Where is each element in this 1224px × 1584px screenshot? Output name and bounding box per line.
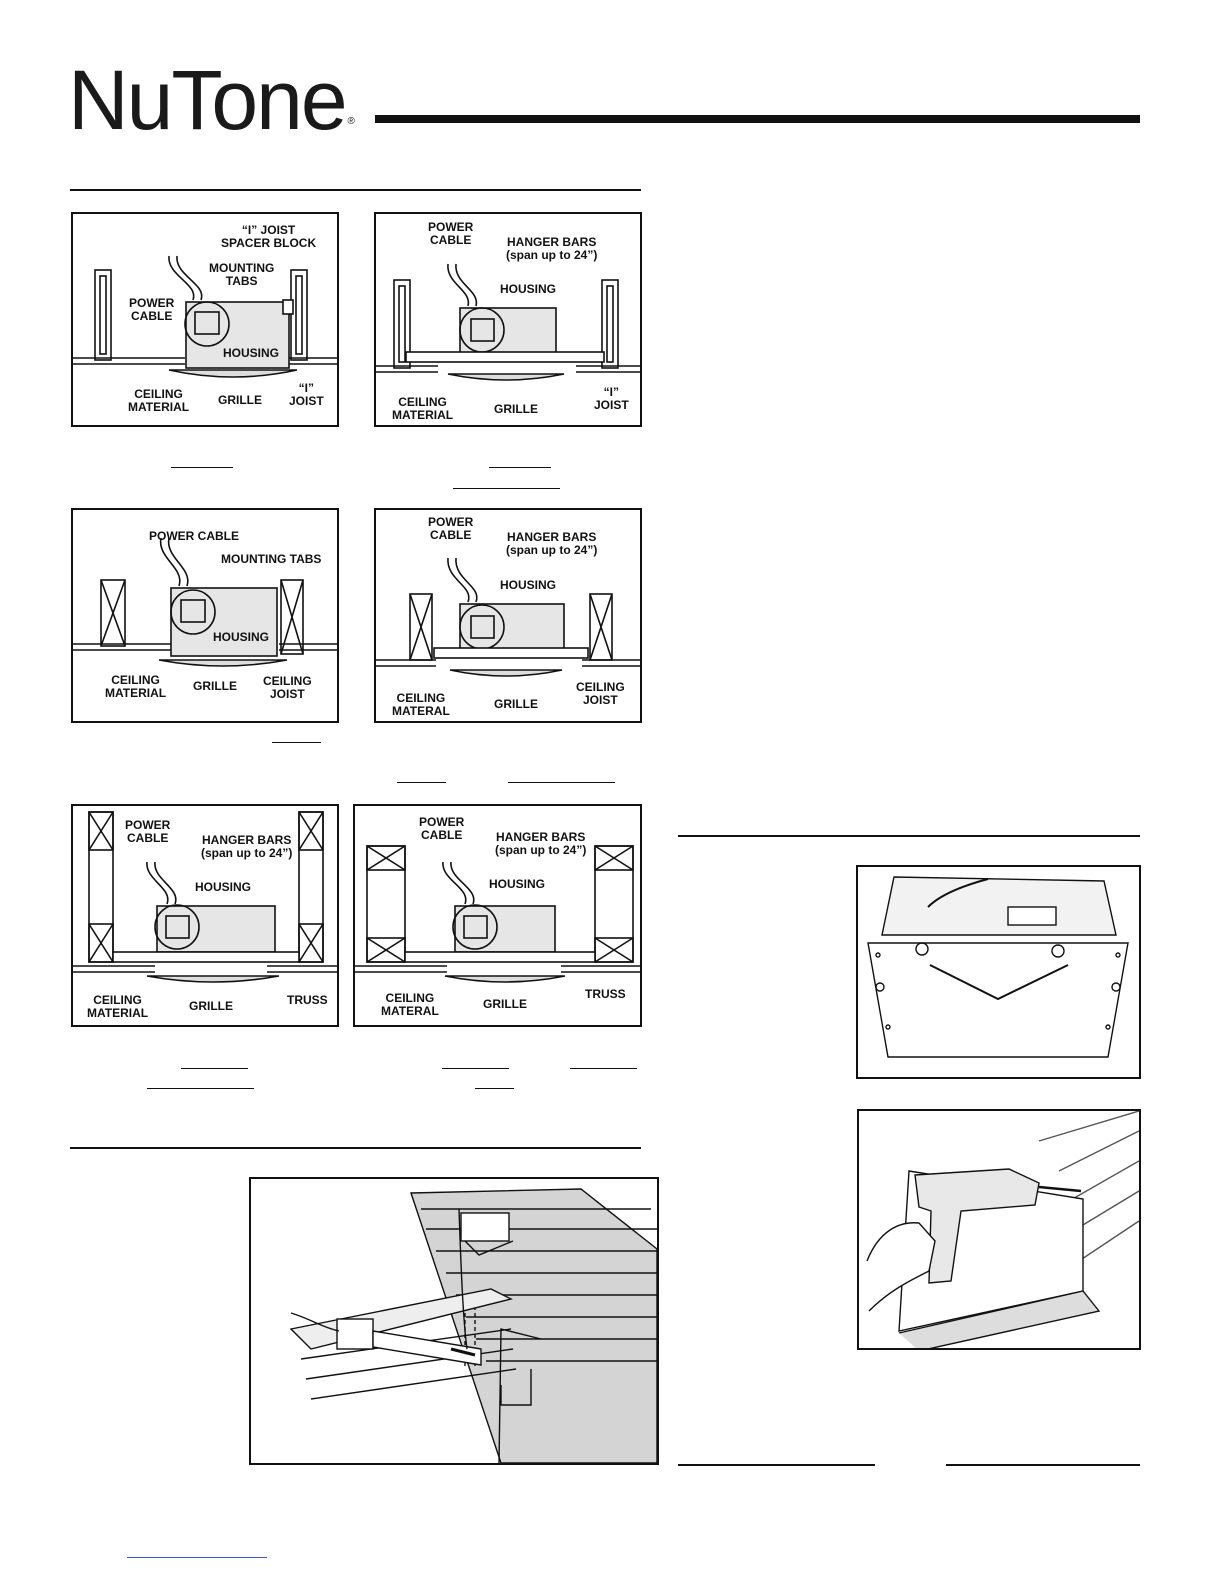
- label-power-cable: POWER CABLE: [428, 515, 474, 542]
- figure-housing-tabs: [856, 865, 1141, 1079]
- label-housing: HOUSING: [500, 282, 557, 296]
- label-ceiling-material: CEILING MATERAL: [392, 691, 450, 718]
- brand-logo: NuTone®: [68, 53, 355, 147]
- label-grille: GRILLE: [494, 402, 538, 416]
- label-power-cable: POWER CABLE: [125, 818, 171, 845]
- section-rule-mid-left: [70, 1147, 641, 1149]
- caption-underline: [171, 467, 233, 468]
- label-grille: GRILLE: [193, 679, 237, 693]
- label-hanger-bars: HANGER BARS (span up to 24”): [506, 530, 598, 557]
- caption-underline: [397, 782, 446, 783]
- label-ceiling-joist: CEILING JOIST: [263, 674, 312, 701]
- section-rule-top-left: [70, 189, 641, 191]
- caption-underline: [489, 467, 551, 468]
- caption-underline: [508, 782, 615, 783]
- label-housing: HOUSING: [223, 346, 280, 360]
- duct-installation-drawing: [289, 1188, 657, 1463]
- joist-hanger-drawing: [376, 557, 640, 677]
- label-housing: HOUSING: [500, 578, 557, 592]
- label-ceiling-material: CEILING MATERIAL: [128, 387, 190, 414]
- footer-rule-right: [946, 1464, 1140, 1466]
- label-spacer-block: “I” JOIST SPACER BLOCK: [221, 223, 317, 250]
- caption-underline: [272, 742, 321, 743]
- label-grille: GRILLE: [218, 393, 262, 407]
- label-i-joist: “I” JOIST: [594, 385, 629, 412]
- caption-underline: [147, 1088, 254, 1089]
- figure-joist-mounting-tabs: POWER CABLE MOUNTING TABS HOUSING CEILIN…: [71, 508, 339, 723]
- label-mounting-tabs: MOUNTING TABS: [221, 552, 322, 566]
- truss-hanger-a-drawing: [73, 811, 337, 983]
- label-power-cable: POWER CABLE: [129, 296, 175, 323]
- label-ceiling-material: CEILING MATERAL: [381, 991, 439, 1018]
- caption-underline: [453, 488, 560, 489]
- ijoist-hanger-drawing: [376, 263, 640, 381]
- label-truss: TRUSS: [585, 987, 626, 1001]
- label-grille: GRILLE: [483, 997, 527, 1011]
- label-housing: HOUSING: [213, 630, 270, 644]
- figure-joist-hanger-bars: POWER CABLE HANGER BARS (span up to 24”)…: [374, 508, 642, 723]
- caption-underline: [475, 1088, 514, 1089]
- label-i-joist: “I” JOIST: [289, 381, 324, 408]
- label-power-cable: POWER CABLE: [149, 529, 239, 543]
- label-grille: GRILLE: [189, 999, 233, 1013]
- truss-hanger-b-drawing: [355, 845, 640, 983]
- label-hanger-bars: HANGER BARS (span up to 24”): [495, 830, 587, 857]
- footer-rule-left: [678, 1464, 875, 1466]
- caption-underline: [570, 1068, 637, 1069]
- caption-underline: [442, 1068, 509, 1069]
- label-hanger-bars: HANGER BARS (span up to 24”): [506, 235, 598, 262]
- label-housing: HOUSING: [489, 877, 546, 891]
- label-truss: TRUSS: [287, 993, 328, 1007]
- ijoist-mount-drawing: [73, 255, 337, 378]
- label-grille: GRILLE: [494, 697, 538, 711]
- figure-drill-install: [857, 1109, 1141, 1350]
- header-rule: [375, 115, 1140, 123]
- label-ceiling-material: CEILING MATERIAL: [392, 395, 454, 422]
- label-ceiling-material: CEILING MATERIAL: [105, 673, 167, 700]
- caption-underline: [181, 1068, 248, 1069]
- link-underline[interactable]: [127, 1557, 267, 1558]
- label-power-cable: POWER CABLE: [428, 220, 474, 247]
- label-mounting-tabs: MOUNTING TABS: [209, 261, 275, 288]
- figure-ijoist-hanger-bars: POWER CABLE HANGER BARS (span up to 24”)…: [374, 212, 642, 427]
- figure-ijoist-mounting-tabs: “I” JOIST SPACER BLOCK MOUNTING TABS POW…: [71, 212, 339, 427]
- label-housing: HOUSING: [195, 880, 252, 894]
- figure-truss-hanger-bars-b: POWER CABLE HANGER BARS (span up to 24”)…: [353, 804, 642, 1027]
- figure-truss-hanger-bars-a: POWER CABLE HANGER BARS (span up to 24”)…: [71, 804, 339, 1027]
- label-ceiling-material: CEILING MATERIAL: [87, 993, 149, 1020]
- housing-tabs-drawing: [867, 876, 1129, 1058]
- section-rule-right: [678, 835, 1140, 837]
- label-power-cable: POWER CABLE: [419, 815, 465, 842]
- label-hanger-bars: HANGER BARS (span up to 24”): [201, 833, 293, 860]
- joist-mount-drawing: [73, 537, 337, 667]
- label-ceiling-joist: CEILING JOIST: [576, 680, 625, 707]
- drill-install-drawing: [866, 1111, 1139, 1348]
- figure-duct-installation: [249, 1177, 659, 1465]
